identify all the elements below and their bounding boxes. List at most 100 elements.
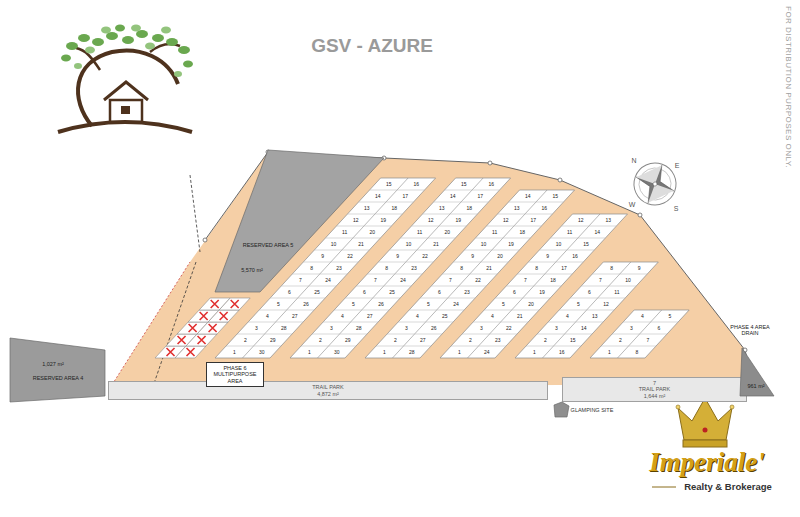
lot-divider — [612, 334, 667, 335]
lot-number: 10 — [625, 278, 631, 283]
lot-divider — [281, 286, 336, 287]
lot-divider — [347, 214, 402, 215]
lot-divider — [367, 274, 422, 275]
brand-tagline: Realty & Brokerage — [684, 482, 772, 492]
lot-number: 3 — [630, 326, 633, 331]
area-label: PHASE 4 AREA DRAIN — [723, 324, 777, 336]
area-outline — [740, 348, 774, 396]
lot-number: 23 — [495, 338, 501, 343]
sold-mark — [220, 312, 228, 320]
lot-divider — [473, 322, 528, 323]
lot-divider — [475, 238, 530, 239]
lot-number: 4 — [266, 314, 269, 319]
lot-number: 3 — [330, 326, 333, 331]
lot-number: 5 — [427, 302, 430, 307]
lot-divider — [422, 214, 477, 215]
area-drain: PHASE 4 AREA DRAIN961 m² — [722, 318, 778, 398]
area-shape — [215, 150, 385, 293]
lot-number: 19 — [539, 290, 545, 295]
lot-number: 13 — [592, 314, 598, 319]
lot-divider — [248, 322, 303, 323]
lot-number: 14 — [594, 230, 600, 235]
lot — [186, 334, 217, 346]
glamping-site: GLAMPING SITE — [552, 401, 616, 419]
lot-divider — [356, 286, 411, 287]
lot-number: 16 — [541, 206, 547, 211]
lot-number: 7 — [524, 278, 527, 283]
lot-divider — [409, 310, 464, 311]
lot-number: 16 — [489, 182, 495, 187]
lot-divider — [445, 190, 500, 191]
lot-number: 13 — [439, 206, 445, 211]
lot-number: 16 — [414, 182, 420, 187]
lot-number: 8 — [310, 266, 313, 271]
area-shape — [8, 336, 108, 404]
area-label: 1,644 m² — [644, 393, 666, 399]
lot-number: 3 — [480, 326, 483, 331]
lot-number: 5 — [668, 314, 671, 319]
lot-divider — [325, 238, 380, 239]
sold-mark — [187, 348, 195, 356]
lot-number: 4 — [491, 314, 494, 319]
lot-number: 22 — [506, 326, 512, 331]
lot-divider — [434, 202, 489, 203]
lot-divider — [592, 274, 647, 275]
lot-divider — [462, 334, 517, 335]
lot-divider — [303, 262, 358, 263]
lot-number: 18 — [391, 206, 397, 211]
lot — [208, 310, 239, 322]
area-label: 4,872 m² — [317, 391, 339, 397]
lot-number: 24 — [453, 302, 459, 307]
lot-divider — [548, 322, 603, 323]
map-title: GSV - AZURE — [311, 36, 433, 55]
lot-number: 15 — [553, 194, 559, 199]
lot-number: 30 — [259, 350, 265, 355]
lot-number: 16 — [559, 350, 565, 355]
lot-divider — [270, 298, 325, 299]
lot-divider — [453, 262, 508, 263]
lot-number: 23 — [464, 290, 470, 295]
lot-number: 14 — [450, 194, 456, 199]
lot-number: 17 — [530, 218, 536, 223]
sold-mark — [231, 300, 239, 308]
lot-number: 14 — [525, 194, 531, 199]
lot-divider — [484, 310, 539, 311]
lot-number: 19 — [380, 218, 386, 223]
lot-divider — [537, 334, 592, 335]
lot-number: 2 — [544, 338, 547, 343]
lot-number: 11 — [614, 290, 619, 295]
lot-number: 22 — [475, 278, 481, 283]
lot-divider — [550, 238, 605, 239]
lot — [219, 298, 250, 310]
lot-number: 4 — [416, 314, 419, 319]
lot-number: 25 — [389, 290, 395, 295]
area-label: 5,570 m² — [241, 267, 263, 273]
lot-number: 11 — [342, 230, 347, 235]
lot-number: 19 — [455, 218, 461, 223]
lot-number: 28 — [281, 326, 287, 331]
multipurpose-area: PHASE 6 MULTIPURPOSE AREA — [206, 362, 264, 387]
lot-number: 6 — [588, 290, 591, 295]
lot-divider — [420, 298, 475, 299]
lot-number: 26 — [431, 326, 437, 331]
lot-number: 28 — [356, 326, 362, 331]
lot-divider — [497, 214, 552, 215]
lot-divider — [486, 226, 541, 227]
lot-number: 10 — [556, 242, 562, 247]
lot-number: 23 — [411, 266, 417, 271]
lot-divider — [387, 334, 442, 335]
compass-rose — [628, 157, 682, 211]
lot-number: 27 — [292, 314, 298, 319]
lot-number: 27 — [367, 314, 373, 319]
lot-divider — [442, 274, 497, 275]
lot-number: 9 — [321, 254, 324, 259]
lot-number: 5 — [277, 302, 280, 307]
area-label: RESERVED AREA 5 — [243, 242, 294, 248]
lot-number: 4 — [341, 314, 344, 319]
lot-divider — [451, 346, 506, 347]
lot-divider — [259, 310, 314, 311]
lot-number: 24 — [400, 278, 406, 283]
lot-divider — [378, 262, 433, 263]
lot-number: 3 — [255, 326, 258, 331]
lot-number: 7 — [299, 278, 302, 283]
